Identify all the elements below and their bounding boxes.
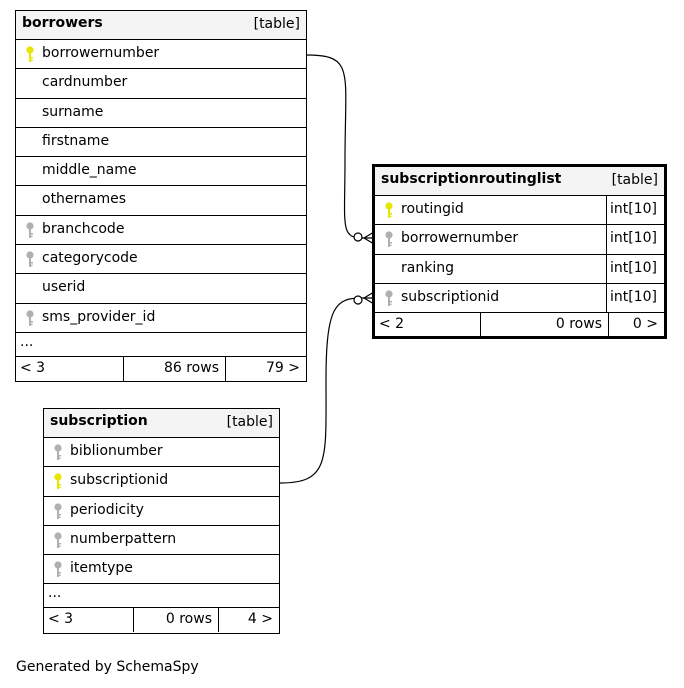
parents-count[interactable]: < 3	[48, 611, 74, 628]
column-name: branchcode	[42, 220, 125, 237]
column-row[interactable]: numberpattern	[44, 526, 279, 556]
column-name: borrowernumber	[401, 230, 519, 247]
children-count[interactable]: 0 >	[608, 313, 664, 338]
edge-borrowers-to-routinglist	[305, 54, 374, 239]
edge-crowfoot-marker	[362, 231, 375, 245]
key-icon	[26, 251, 34, 268]
table-header: subscriptionroutinglist [table]	[375, 167, 664, 196]
column-row[interactable]: userid	[16, 274, 306, 304]
column-name: sms_provider_id	[42, 308, 156, 325]
key-icon	[54, 444, 62, 460]
parents-count[interactable]: < 2	[379, 316, 405, 333]
parents-count[interactable]: < 3	[20, 359, 46, 376]
edge-crowfoot-marker	[362, 291, 375, 305]
column-row[interactable]: itemtype	[44, 555, 279, 585]
table-subscription[interactable]: subscription [table] biblionumber subscri…	[43, 408, 280, 634]
table-name: subscriptionroutinglist	[381, 171, 562, 187]
column-name: numberpattern	[70, 530, 177, 547]
table-type: [table]	[226, 414, 273, 430]
column-type: int[10]	[606, 196, 664, 225]
table-footer: < 3 0 rows 4 >	[44, 608, 279, 633]
column-row[interactable]: othernames	[16, 186, 306, 216]
column-name: userid	[42, 279, 86, 296]
column-type: int[10]	[606, 283, 664, 313]
key-icon	[385, 231, 393, 248]
column-row[interactable]: surname	[16, 99, 306, 128]
children-count[interactable]: 4 >	[218, 608, 279, 633]
column-row[interactable]: categorycode	[16, 245, 306, 275]
column-name: biblionumber	[70, 443, 163, 459]
column-row[interactable]: cardnumber	[16, 69, 306, 99]
column-row[interactable]: borrowernumber	[16, 40, 306, 70]
table-type: [table]	[253, 16, 300, 32]
column-name: subscriptionid	[401, 288, 500, 305]
generated-by-label: Generated by SchemaSpy	[16, 659, 199, 675]
column-name: ranking	[401, 259, 454, 276]
edge-subscription-to-routinglist	[279, 297, 374, 484]
column-row[interactable]: borrowernumber int[10]	[375, 225, 664, 255]
table-header: subscription [table]	[44, 409, 279, 438]
column-name: categorycode	[42, 250, 138, 267]
column-row[interactable]: periodicity	[44, 497, 279, 526]
edge-optional-marker	[353, 295, 363, 305]
column-name: middle_name	[42, 162, 137, 179]
table-name: subscription	[50, 413, 148, 429]
column-name: subscriptionid	[70, 472, 169, 489]
key-icon	[54, 473, 62, 490]
table-subscriptionroutinglist[interactable]: subscriptionroutinglist [table] routingi…	[372, 164, 667, 339]
column-type: int[10]	[606, 254, 664, 283]
column-name: itemtype	[70, 560, 133, 577]
column-row[interactable]: ranking int[10]	[375, 254, 664, 284]
column-row[interactable]: subscriptionid int[10]	[375, 283, 664, 314]
children-count[interactable]: 79 >	[225, 356, 306, 381]
column-name: firstname	[42, 132, 110, 149]
column-name: cardnumber	[42, 74, 128, 91]
column-row[interactable]: biblionumber	[44, 438, 279, 468]
key-icon	[385, 202, 393, 218]
column-row[interactable]: middle_name	[16, 157, 306, 187]
key-icon	[385, 290, 393, 306]
key-icon	[54, 561, 62, 578]
key-icon	[26, 222, 34, 238]
table-borrowers[interactable]: borrowers [table] borrowernumber cardnumb…	[15, 10, 307, 382]
column-name: routingid	[401, 201, 464, 217]
column-name: borrowernumber	[42, 45, 160, 61]
column-name: surname	[42, 103, 104, 120]
column-row[interactable]: routingid int[10]	[375, 196, 664, 226]
key-icon	[54, 532, 62, 548]
more-columns-ellipsis: ...	[44, 584, 279, 609]
row-count: 0 rows	[133, 608, 218, 633]
column-row[interactable]: subscriptionid	[44, 467, 279, 497]
column-name: periodicity	[70, 501, 144, 518]
table-type: [table]	[611, 172, 658, 188]
table-footer: < 3 86 rows 79 >	[16, 356, 306, 381]
edge-optional-marker	[353, 232, 363, 242]
key-icon	[26, 46, 34, 62]
column-type: int[10]	[606, 225, 664, 254]
column-row[interactable]: branchcode	[16, 216, 306, 246]
column-row[interactable]: firstname	[16, 128, 306, 158]
key-icon	[26, 310, 34, 326]
column-name: othernames	[42, 191, 127, 208]
table-name: borrowers	[22, 15, 103, 31]
row-count: 86 rows	[123, 356, 225, 381]
more-columns-ellipsis: ...	[16, 333, 306, 357]
table-footer: < 2 0 rows 0 >	[375, 313, 664, 338]
key-icon	[54, 502, 62, 519]
column-row[interactable]: sms_provider_id	[16, 304, 306, 333]
row-count: 0 rows	[480, 313, 608, 338]
table-header: borrowers [table]	[16, 11, 306, 40]
